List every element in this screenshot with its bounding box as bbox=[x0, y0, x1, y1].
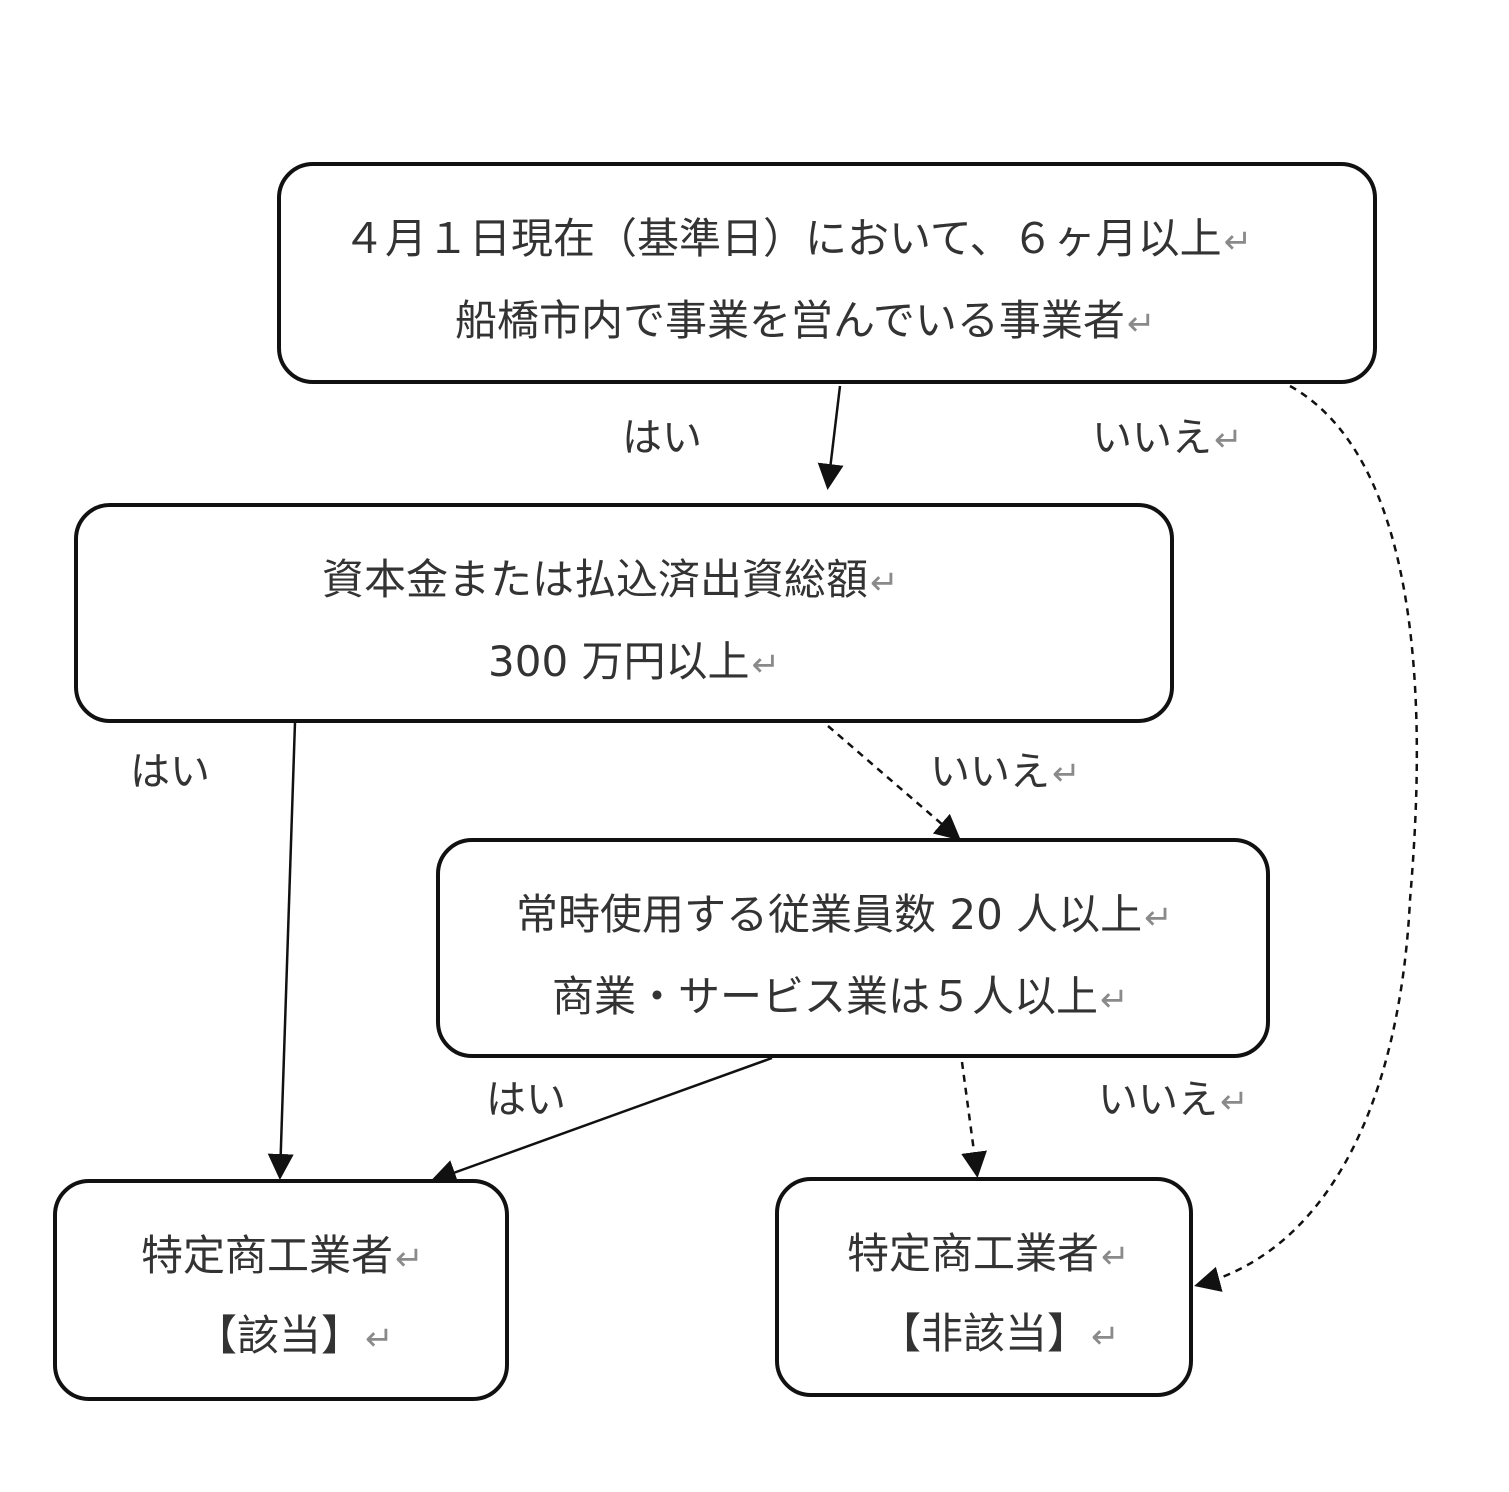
label-c2-yes: はい bbox=[130, 749, 210, 795]
criterion-2-box: 資本金または払込済出資総額↵ 300 万円以上↵ bbox=[74, 503, 1174, 723]
criterion-3-line-1: 常時使用する従業員数 20 人以上↵ bbox=[516, 890, 1173, 939]
arrow-c1-no bbox=[1194, 384, 1419, 1292]
result-applicable-box: 特定商工業者↵ 【該当】↵ bbox=[53, 1179, 509, 1401]
label-c2-no: いいえ↵ bbox=[930, 749, 1081, 795]
criterion-1-line-1: ４月１日現在（基準日）において、６ヶ月以上↵ bbox=[343, 214, 1253, 263]
result-not-applicable-box: 特定商工業者↵ 【非該当】↵ bbox=[775, 1177, 1193, 1397]
criterion-1-box: ４月１日現在（基準日）において、６ヶ月以上↵ 船橋市内で事業を営んでいる事業者↵ bbox=[277, 162, 1377, 384]
criterion-1-line-2: 船橋市内で事業を営んでいる事業者↵ bbox=[455, 296, 1156, 345]
return-mark: ↵ bbox=[1144, 898, 1173, 938]
result-applicable-line-1: 特定商工業者↵ bbox=[141, 1231, 424, 1280]
return-mark: ↵ bbox=[1100, 980, 1129, 1020]
return-mark: ↵ bbox=[1091, 1317, 1120, 1357]
criterion-2-line-1: 資本金または払込済出資総額↵ bbox=[322, 555, 899, 604]
return-mark: ↵ bbox=[1126, 304, 1156, 344]
arrow-c2-yes bbox=[267, 721, 297, 1180]
return-mark: ↵ bbox=[1052, 754, 1081, 794]
label-c1-yes: はい bbox=[622, 415, 702, 461]
return-mark: ↵ bbox=[365, 1319, 394, 1359]
result-not-applicable-line-1: 特定商工業者↵ bbox=[847, 1229, 1130, 1278]
label-c3-no: いいえ↵ bbox=[1098, 1077, 1249, 1123]
label-c1-no: いいえ↵ bbox=[1092, 415, 1243, 461]
arrow-c2-no bbox=[827, 725, 962, 841]
label-c3-yes: はい bbox=[486, 1077, 566, 1123]
return-mark: ↵ bbox=[1101, 1237, 1130, 1277]
return-mark: ↵ bbox=[751, 645, 781, 685]
criterion-3-box: 常時使用する従業員数 20 人以上↵ 商業・サービス業は５人以上↵ bbox=[436, 838, 1270, 1058]
return-mark: ↵ bbox=[1220, 1082, 1249, 1122]
return-mark: ↵ bbox=[1214, 420, 1243, 460]
return-mark: ↵ bbox=[1223, 222, 1253, 262]
criterion-2-line-2: 300 万円以上↵ bbox=[488, 637, 781, 686]
criterion-3-line-2: 商業・サービス業は５人以上↵ bbox=[552, 972, 1129, 1021]
arrow-c3-no bbox=[960, 1061, 987, 1178]
result-not-applicable-line-2: 【非該当】↵ bbox=[879, 1309, 1120, 1358]
return-mark: ↵ bbox=[870, 563, 899, 603]
arrow-c3-yes bbox=[430, 1056, 773, 1185]
return-mark: ↵ bbox=[395, 1239, 424, 1279]
result-applicable-line-2: 【該当】↵ bbox=[195, 1311, 394, 1360]
arrow-c1-yes bbox=[817, 385, 844, 490]
